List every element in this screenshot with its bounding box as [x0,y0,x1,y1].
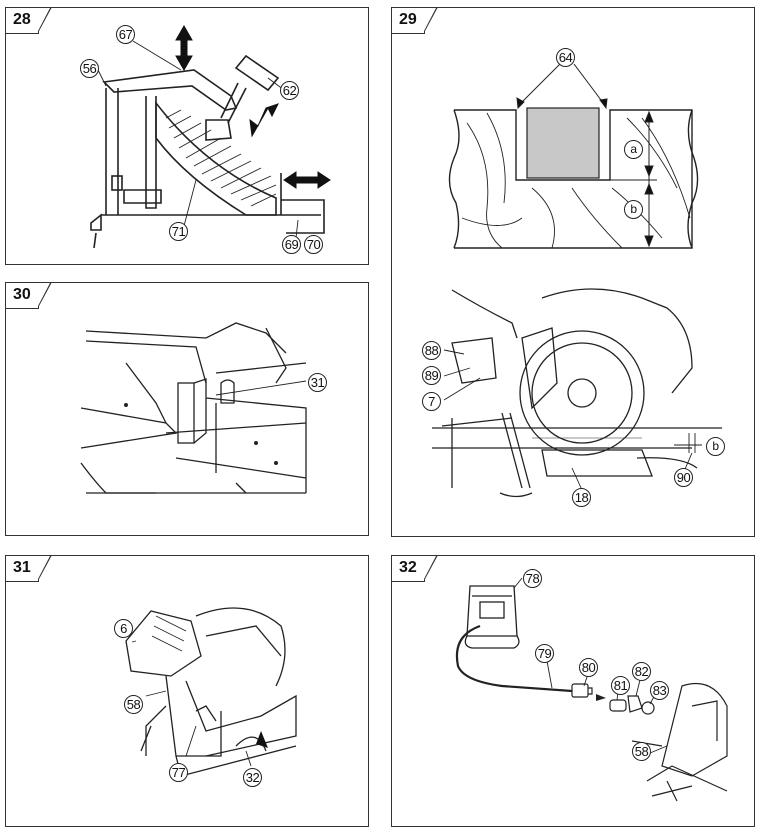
part-callout-71: 71 [169,222,188,241]
part-callout-79: 79 [535,644,554,663]
figure-29: 29 [391,7,755,537]
part-callout-81: 81 [611,676,630,695]
part-callout-80: 80 [579,658,598,677]
part-callout-32: 32 [243,768,262,787]
saw-bevel-illustration [125,607,297,777]
part-callout-18: 18 [572,488,591,507]
figure-number: 31 [6,555,52,582]
part-callout-7: 7 [422,392,441,411]
dimension-b-callout-lower: b [706,437,725,456]
figure-number: 28 [6,7,52,34]
part-callout-77: 77 [169,763,188,782]
part-callout-83: 83 [650,681,669,700]
figure-31: 31 6 58 77 32 [5,555,369,827]
part-callout-31: 31 [308,373,327,392]
figure-32: 32 [391,555,755,827]
figure-28: 28 [5,7,369,265]
part-callout-70: 70 [304,235,323,254]
sub-fence-illustration [80,322,307,494]
dimension-a-callout: a [624,140,643,159]
part-callout-67: 67 [116,25,135,44]
miter-saw-side-illustration [90,24,331,249]
figure-number: 29 [392,7,438,34]
dimension-b-callout: b [624,200,643,219]
part-callout-6: 6 [114,619,133,638]
dust-extractor-connection-illustration [455,577,728,802]
part-callout-82: 82 [632,662,651,681]
part-callout-56: 56 [80,59,99,78]
part-callout-64: 64 [556,48,575,67]
part-callout-69: 69 [282,235,301,254]
part-callout-58: 58 [124,695,143,714]
part-callout-58: 58 [632,742,651,761]
figure-number: 30 [6,282,52,309]
part-callout-88: 88 [422,341,441,360]
figure-number: 32 [392,555,438,582]
part-callout-62: 62 [280,81,299,100]
part-callout-78: 78 [523,569,542,588]
groove-cut-and-depth-stop-illustration [432,63,722,498]
part-callout-90: 90 [674,468,693,487]
figure-30: 30 31 [5,282,369,536]
part-callout-89: 89 [422,366,441,385]
